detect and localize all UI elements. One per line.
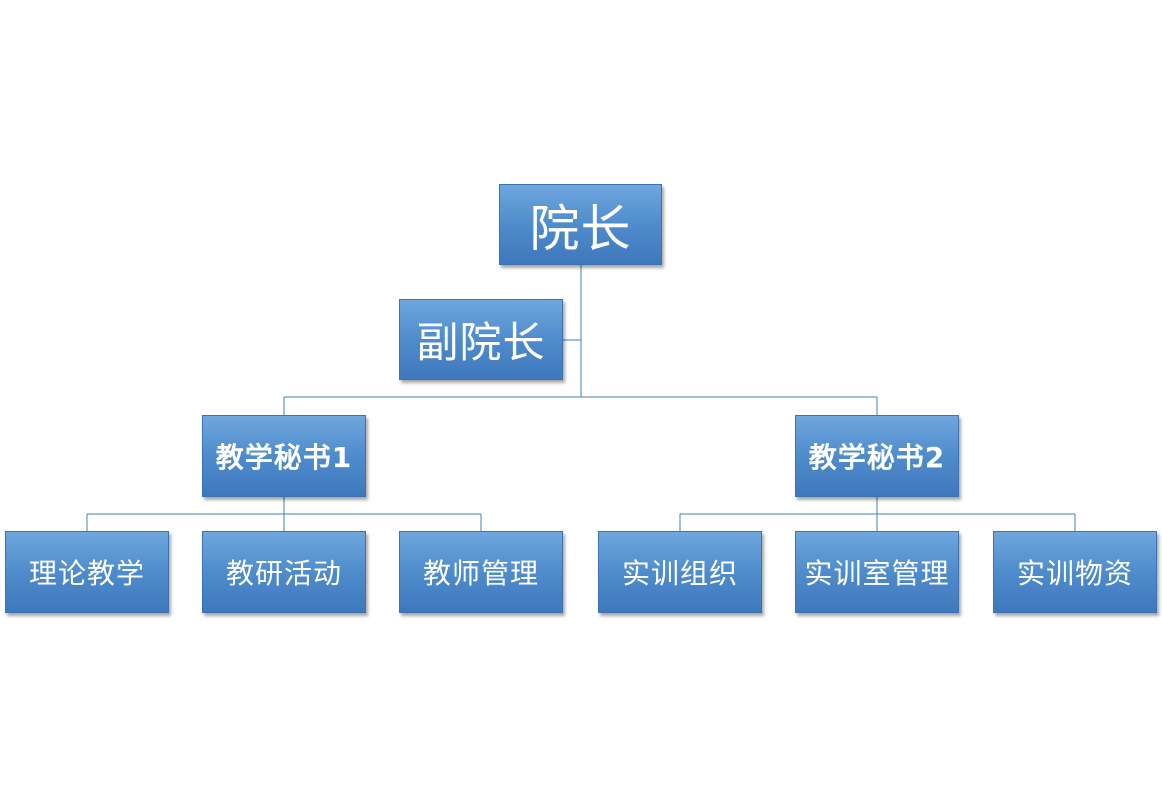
node-teaching-research[interactable]: 教研活动 [202, 531, 366, 613]
node-training-supplies[interactable]: 实训物资 [993, 531, 1157, 613]
node-training-organization[interactable]: 实训组织 [598, 531, 762, 613]
node-teaching-secretary-1[interactable]: 教学秘书1 [202, 415, 366, 497]
node-teaching-secretary-2[interactable]: 教学秘书2 [795, 415, 959, 497]
node-training-room-management[interactable]: 实训室管理 [795, 531, 959, 613]
node-dean[interactable]: 院长 [499, 184, 662, 265]
node-teacher-management[interactable]: 教师管理 [399, 531, 563, 613]
node-vice-dean[interactable]: 副院长 [399, 299, 563, 380]
node-theory-teaching[interactable]: 理论教学 [5, 531, 169, 613]
